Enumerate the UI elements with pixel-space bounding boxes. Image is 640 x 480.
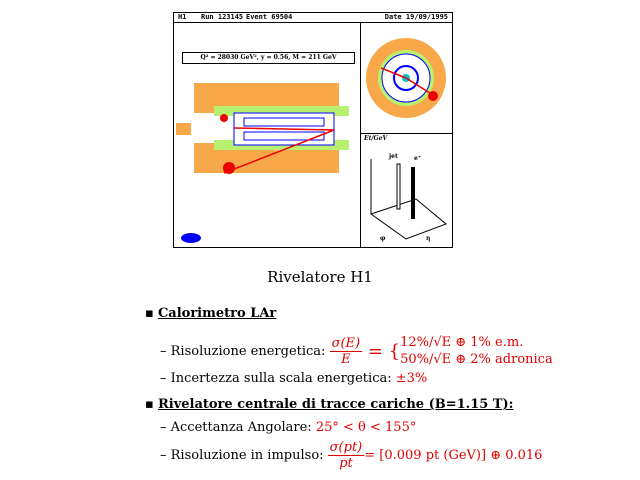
run-label: Run 123145 [201, 13, 244, 21]
event-display: H1 Run 123145 Event 69504 Date 19/09/199… [173, 12, 453, 248]
section-heading: Rivelatore centrale di tracce cariche (B… [157, 397, 514, 412]
phi-label: φ [380, 235, 386, 242]
lego-plot [369, 159, 447, 240]
eta-label: η [426, 235, 431, 242]
event-label: Event 69504 [246, 13, 293, 21]
section-heading: Calorimetro LAr [157, 306, 277, 321]
formula-fraction: σ(E)E [329, 335, 363, 367]
radial-view-detector [366, 38, 446, 118]
item-value: ±3% [395, 371, 428, 386]
item-label: Accettanza Angolare: [170, 420, 312, 435]
divider [360, 23, 361, 247]
divider [360, 133, 452, 134]
item-label: Risoluzione in impulso: [170, 448, 324, 463]
formula-line: 12%/√E ⊕ 1% e.m. [400, 335, 524, 350]
lego-ylabel: Et/GeV [364, 135, 388, 142]
positron-label: e⁺ [414, 155, 421, 162]
kinematics-box: Q² = 28030 GeV², y = 0.56, M = 211 GeV [182, 52, 355, 64]
side-view-detector [176, 83, 349, 243]
jet-label: jet [389, 153, 398, 160]
item-label: Risoluzione energetica: [170, 343, 326, 359]
bullet: ▪ [145, 397, 158, 412]
formula-line: 50%/√E ⊕ 2% adronica [400, 352, 553, 367]
item-value: = [0.009 pt (GeV)] ⊕ 0.016 [364, 448, 543, 463]
date-label: Date 19/09/1995 [384, 13, 448, 21]
bullet: ▪ [145, 306, 158, 321]
formula-fraction: σ(pt)pt [327, 440, 365, 471]
display-header: H1 Run 123145 Event 69504 Date 19/09/199… [174, 13, 452, 23]
item-value: 25° < θ < 155° [315, 420, 417, 435]
experiment-label: H1 [178, 13, 187, 21]
slide-title: Rivelatore H1 [267, 268, 373, 286]
item-label: Incertezza sulla scala energetica: [170, 371, 392, 386]
